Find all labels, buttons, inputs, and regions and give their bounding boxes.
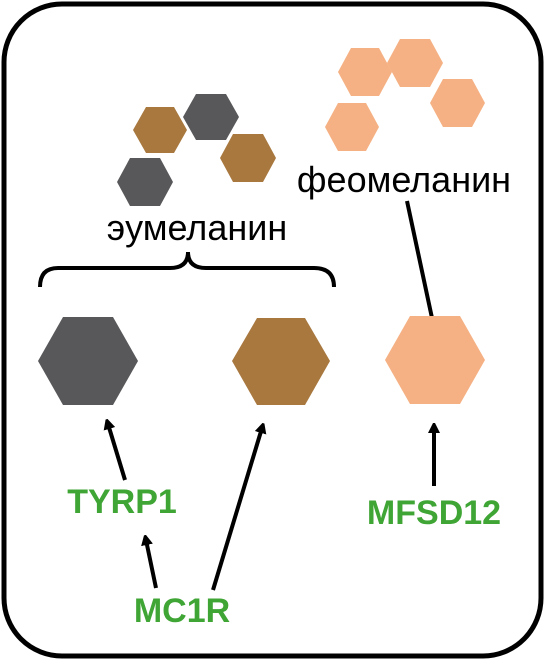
eumelanin-brace	[38, 251, 336, 288]
pheomelanin-connector-line	[405, 200, 434, 319]
mc1r-gene-label: MC1R	[134, 592, 230, 630]
pheomelanin-polymer	[325, 39, 485, 151]
cysteinyldopa-monomer-hexagon	[385, 316, 485, 404]
eumelanin-label: эумеланин	[107, 207, 287, 248]
polymer-hexagon-grey	[117, 158, 173, 206]
polymer-hexagon-peach	[387, 39, 443, 87]
mfsd12-gene-label: MFSD12	[367, 494, 501, 532]
eumelanin-polymer	[117, 94, 276, 206]
tyrp1-to-dhi-arrow	[108, 424, 127, 481]
polymer-hexagon-brown	[220, 134, 276, 182]
dhi-monomer-hexagon	[38, 317, 138, 405]
mc1r-to-tyrp1-arrow	[146, 540, 158, 589]
pheomelanin-label: феомеланин	[297, 159, 511, 200]
dhica-monomer-hexagon	[232, 318, 330, 405]
polymer-hexagon-peach	[430, 79, 485, 127]
polymer-hexagon-brown	[133, 107, 187, 153]
mc1r-to-dhica-arrow	[211, 428, 262, 591]
polymer-hexagon-peach	[325, 103, 379, 151]
polymer-hexagon-grey	[183, 94, 239, 140]
tyrp1-gene-label: TYRP1	[67, 483, 177, 521]
polymer-hexagon-peach	[338, 48, 392, 96]
